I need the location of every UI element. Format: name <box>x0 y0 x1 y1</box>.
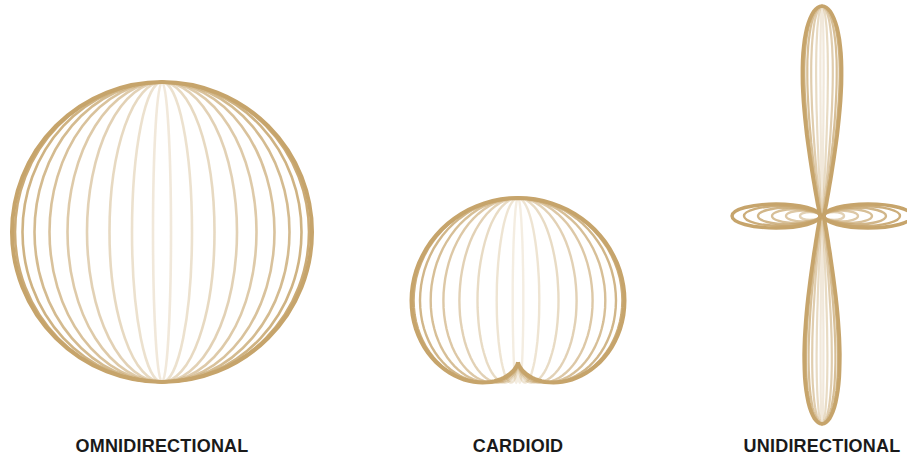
side-lobe-ring <box>824 206 900 226</box>
side-lobe-ring <box>758 208 820 225</box>
pattern-label: CARDIOID <box>473 436 564 457</box>
side-lobe-ring <box>732 204 820 228</box>
lobe-meridian <box>821 216 824 424</box>
side-lobe-ring <box>786 211 820 222</box>
sphere-meridian <box>132 82 192 382</box>
sphere-meridian <box>12 82 312 382</box>
sphere-meridian <box>35 82 290 382</box>
sphere-meridian <box>23 82 302 382</box>
lobe-meridian <box>806 216 838 424</box>
side-lobe-ring <box>824 204 907 228</box>
cardioid-meridian <box>478 198 559 383</box>
omnidirectional-sphere <box>12 82 312 382</box>
cardioid-meridian <box>420 198 616 383</box>
side-lobe-ring <box>744 206 820 226</box>
pattern-label: OMNIDIRECTIONAL <box>76 436 249 457</box>
side-lobe-ring <box>824 208 886 225</box>
cardioid-meridian <box>443 198 592 383</box>
cardioid-meridian <box>497 198 540 383</box>
cardioid-meridian <box>459 198 576 383</box>
cardioid-solid <box>412 198 625 383</box>
lobe-meridian <box>809 216 836 424</box>
sphere-meridian <box>110 82 215 382</box>
sphere-meridian <box>153 82 171 382</box>
sphere-meridian <box>87 82 237 382</box>
lobe-meridian <box>804 216 840 424</box>
lobe-meridian <box>807 6 836 216</box>
sphere-meridian <box>50 82 275 382</box>
unidirectional-lobes <box>732 6 907 424</box>
lobe-meridian <box>804 6 839 216</box>
cardioid-meridian <box>412 198 625 383</box>
pattern-label: UNIDIRECTIONAL <box>744 436 901 457</box>
side-lobe-ring <box>824 211 858 222</box>
side-lobe-ring <box>772 209 820 223</box>
sphere-meridian <box>68 82 257 382</box>
side-lobe-ring <box>824 209 872 223</box>
cardioid-meridian <box>431 198 606 383</box>
side-lobe-ring <box>800 212 820 220</box>
lobe-meridian <box>802 6 841 216</box>
sphere-meridian <box>15 82 309 382</box>
side-lobe-ring <box>824 212 844 220</box>
cardioid-meridian <box>513 198 524 383</box>
lobe-meridian <box>820 6 823 216</box>
